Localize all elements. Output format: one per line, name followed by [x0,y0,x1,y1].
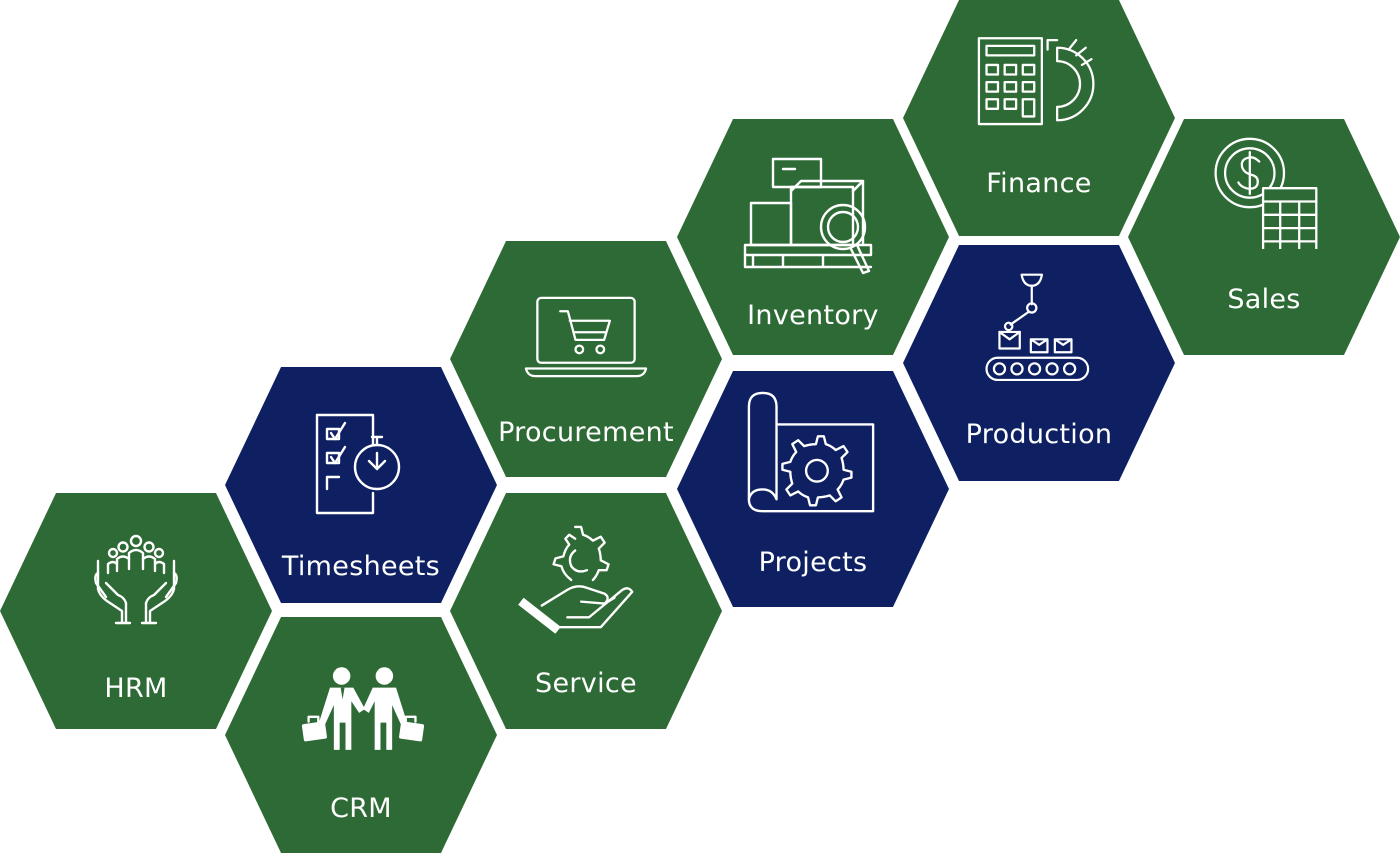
hex-procurement[interactable]: Procurement [450,241,722,477]
hand-gear-icon [518,525,634,634]
dollar-coin-sheet-icon [1214,137,1318,249]
boxes-magnifier-icon [743,157,873,275]
service-label: Service [535,668,637,699]
calculator-chart-icon [977,37,1095,126]
blueprint-gear-icon [747,391,875,513]
inventory-label: Inventory [747,300,879,331]
hex-timesheets[interactable]: Timesheets [225,367,497,603]
production-label: Production [965,419,1113,450]
crm-label: CRM [330,793,392,824]
hex-hrm[interactable]: HRM [0,493,272,729]
robot-arm-conveyor-icon [985,273,1090,382]
hex-sales[interactable]: Sales [1128,119,1400,355]
hex-finance[interactable]: Finance [903,0,1175,236]
hex-inventory[interactable]: Inventory [677,119,949,355]
hands-people-icon [94,534,178,625]
handshake-icon [301,667,425,750]
hrm-label: HRM [104,673,168,704]
checklist-stopwatch-icon [315,413,401,515]
hex-service[interactable]: Service [450,493,722,729]
timesheets-label: Timesheets [281,551,441,582]
sales-label: Sales [1227,284,1301,315]
hex-projects[interactable]: Projects [677,371,949,607]
finance-label: Finance [986,168,1092,199]
procurement-label: Procurement [498,417,674,448]
hex-production[interactable]: Production [903,245,1175,481]
hex-crm[interactable]: CRM [225,617,497,853]
projects-label: Projects [758,547,868,578]
laptop-cart-icon [524,296,648,378]
